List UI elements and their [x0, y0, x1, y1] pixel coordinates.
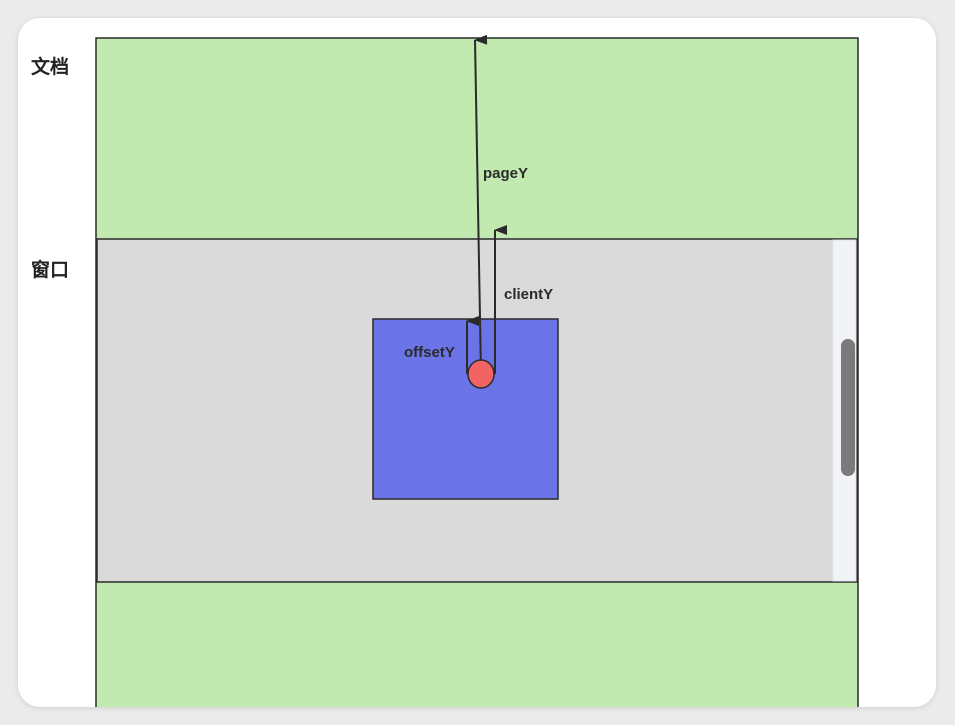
client-y-label: clientY [504, 286, 553, 303]
scrollbar-thumb[interactable] [841, 339, 855, 476]
offset-y-label: offsetY [404, 344, 455, 361]
coordinate-diagram: pageY clientY offsetY [95, 34, 859, 707]
page-y-arrow [474, 34, 488, 375]
diagram-card: 文档 窗口 pageY clientY offsetY [18, 18, 936, 707]
window-label: 窗口 [31, 259, 70, 281]
mouse-pointer-dot [467, 359, 495, 389]
document-label: 文档 [31, 56, 70, 78]
page-y-label: pageY [483, 165, 528, 182]
target-element [372, 318, 559, 500]
